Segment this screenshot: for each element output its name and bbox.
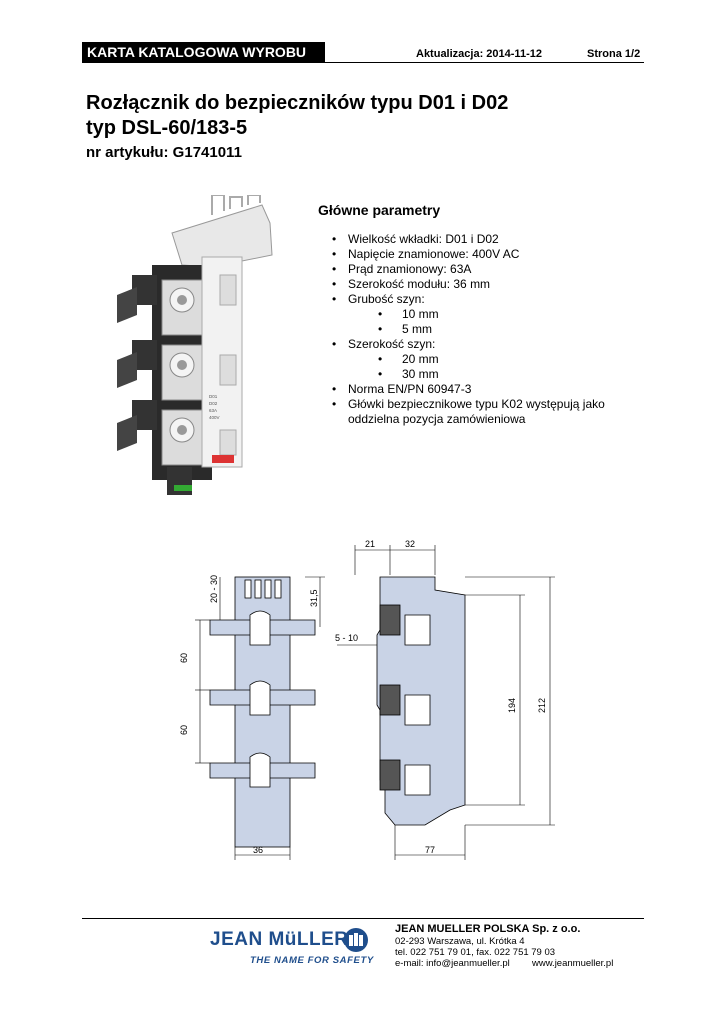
param-item: Norma EN/PN 60947-3	[332, 382, 640, 397]
front-view	[209, 576, 316, 848]
param-item: Główki bezpiecznikowe typu K02 występują…	[332, 397, 640, 427]
article-number: nr artykułu: G1741011	[86, 144, 242, 161]
header-rule	[82, 62, 644, 63]
dimension-drawing: 20 - 30 31,5 60 60 36 21 32 5 - 10 194 2…	[179, 539, 555, 860]
company-website: www.jeanmueller.pl	[532, 958, 614, 969]
doc-type-banner: KARTA KATALOGOWA WYROBU	[82, 42, 325, 62]
param-item: Grubość szyn: 10 mm 5 mm	[332, 292, 640, 337]
label-voltage: 400V	[209, 415, 220, 420]
logo-tagline: THE NAME FOR SAFETY	[250, 955, 374, 966]
params-heading: Główne parametry	[318, 202, 441, 218]
side-view	[376, 576, 466, 826]
param-subitem: 20 mm	[348, 352, 640, 367]
product-photo: D01 D02 63A 400V	[117, 195, 273, 495]
company-address: 02-293 Warszawa, ul. Krótka 4	[395, 936, 525, 947]
dim-height-212: 212	[537, 698, 547, 713]
dim-height-194: 194	[507, 698, 517, 713]
dim-depth: 77	[425, 845, 435, 855]
param-item: Napięcie znamionowe: 400V AC	[332, 247, 640, 262]
footer-rule	[82, 918, 644, 919]
company-email: e-mail: info@jeanmueller.pl	[395, 958, 510, 969]
company-logo: JEAN MüLLER THE NAME FOR SAFETY	[210, 927, 390, 973]
params-list: Wielkość wkładki: D01 i D02 Napięcie zna…	[332, 232, 640, 427]
dim-pitch-2: 60	[179, 725, 189, 735]
product-title: Rozłącznik do bezpieczników typu D01 i D…	[86, 92, 509, 114]
dim-pitch-1: 60	[179, 653, 189, 663]
label-d01: D01	[209, 394, 218, 399]
param-item: Prąd znamionowy: 63A	[332, 262, 640, 277]
dim-side-2: 32	[405, 539, 415, 549]
dim-rail-depth: 5 - 10	[335, 633, 358, 643]
param-subitem: 10 mm	[348, 307, 640, 322]
dim-top: 31,5	[309, 589, 319, 607]
label-current: 63A	[209, 408, 217, 413]
label-d02: D02	[209, 401, 218, 406]
param-subitem: 30 mm	[348, 367, 640, 382]
param-item: Szerokość modułu: 36 mm	[332, 277, 640, 292]
dim-busbar-width: 20 - 30	[209, 575, 219, 603]
company-phone: tel. 022 751 79 01, fax. 022 751 79 03	[395, 947, 556, 958]
dim-side-1: 21	[365, 539, 375, 549]
param-item: Wielkość wkładki: D01 i D02	[332, 232, 640, 247]
param-item: Szerokość szyn: 20 mm 30 mm	[332, 337, 640, 382]
param-subitem: 5 mm	[348, 322, 640, 337]
company-name: JEAN MUELLER POLSKA Sp. z o.o.	[395, 923, 581, 935]
logo-brand: JEAN MüLLER	[210, 929, 349, 950]
update-date: Aktualizacja: 2014-11-12	[416, 48, 542, 60]
product-type: typ DSL-60/183-5	[86, 117, 248, 139]
page-number: Strona 1/2	[587, 48, 641, 60]
dim-width: 36	[253, 845, 263, 855]
logo-emblem-icon	[344, 928, 368, 952]
